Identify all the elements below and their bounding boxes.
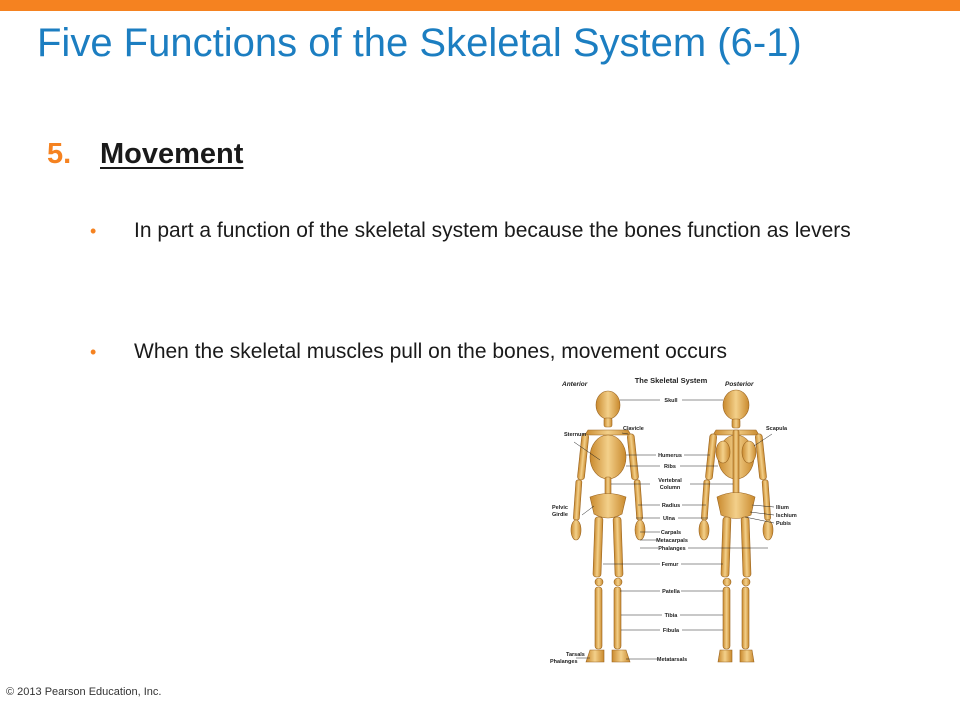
posterior-label: Posterior	[725, 381, 754, 388]
label-skull: Skull	[664, 398, 678, 404]
center-labels: Skull Humerus Ribs Vertebral Column Radi…	[656, 398, 688, 663]
label-patella: Patella	[662, 589, 681, 595]
label-sternum: Sternum	[564, 432, 586, 438]
label-column: Column	[660, 485, 681, 491]
label-metacarpals: Metacarpals	[656, 538, 688, 544]
heading-text: Movement	[100, 138, 244, 170]
label-tarsals: Tarsals	[566, 652, 585, 658]
slide-title: Five Functions of the Skeletal System (6…	[37, 21, 802, 65]
label-pelvic: Pelvic	[552, 505, 568, 511]
label-toe-phalanges: Phalanges	[550, 659, 578, 665]
label-carpals: Carpals	[661, 530, 681, 536]
label-fibula: Fibula	[663, 628, 680, 634]
bullet-item: • In part a function of the skeletal sys…	[90, 204, 920, 258]
label-ilium: Ilium	[776, 505, 789, 511]
label-clavicle: Clavicle	[623, 426, 644, 432]
bullet-icon: •	[90, 221, 97, 241]
skeletal-system-figure: Anterior The Skeletal System Posterior	[550, 376, 797, 665]
copyright-notice: © 2013 Pearson Education, Inc.	[6, 686, 162, 698]
label-radius: Radius	[662, 503, 680, 509]
section-heading: 5. Movement	[47, 134, 243, 174]
figure-title: The Skeletal System	[635, 376, 708, 385]
bullet-icon: •	[90, 342, 97, 362]
label-vertebral: Vertebral	[658, 478, 682, 484]
heading-number: 5.	[47, 138, 72, 170]
posterior-skeleton	[698, 389, 774, 663]
label-pubis: Pubis	[776, 521, 791, 527]
bullet-item: • When the skeletal muscles pull on the …	[90, 325, 920, 379]
label-ischium: Ischium	[776, 513, 797, 519]
label-humerus: Humerus	[658, 453, 682, 459]
anterior-skeleton	[570, 390, 646, 663]
label-phalanges: Phalanges	[658, 546, 686, 552]
leader-lines	[573, 399, 775, 660]
label-metatarsals: Metatarsals	[657, 657, 687, 663]
label-ribs: Ribs	[664, 464, 676, 470]
label-femur: Femur	[662, 562, 680, 568]
bullet-text: In part a function of the skeletal syste…	[134, 219, 851, 242]
left-labels: Sternum Clavicle Pelvic Girdle Tarsals P…	[550, 426, 644, 665]
label-girdle: Girdle	[552, 512, 568, 518]
right-labels: Scapula Ilium Ischium Pubis	[766, 426, 797, 527]
label-ulna: Ulna	[663, 516, 676, 522]
anterior-label: Anterior	[561, 381, 588, 388]
top-accent-bar	[0, 0, 960, 11]
label-scapula: Scapula	[766, 426, 788, 432]
label-tibia: Tibia	[665, 613, 679, 619]
bullet-text: When the skeletal muscles pull on the bo…	[134, 340, 727, 363]
